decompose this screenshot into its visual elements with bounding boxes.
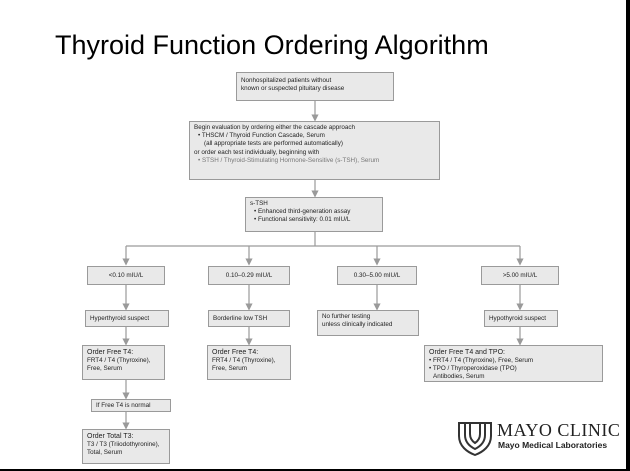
start-node: Nonhospitalized patients without known o… — [236, 72, 394, 101]
mayo-shield-icon — [458, 422, 492, 456]
order-tpo-line-4: Antibodies, Serum — [433, 373, 485, 381]
hyper-node: Hyperthyroid suspect — [85, 310, 169, 327]
logo-subtitle: Mayo Medical Laboratories — [498, 440, 608, 450]
order-t3-line-3: Total, Serum — [87, 449, 123, 457]
order-t3-line-2: T3 / T3 (Triiodothyronine), — [87, 441, 160, 449]
order-ft4-a-line-1: Order Free T4: — [87, 349, 134, 356]
borderline-node: Borderline low TSH — [208, 310, 290, 327]
range-node-2: 0.10–0.29 mIU/L — [208, 266, 290, 285]
order-t3-node: Order Total T3: T3 / T3 (Triiodothyronin… — [82, 429, 170, 464]
stsh-node: s-TSH • Enhanced third-generation assay … — [245, 197, 383, 232]
stsh-line-2: • Enhanced third-generation assay — [254, 208, 351, 216]
begin-line-5: • STSH / Thyroid-Stimulating Hormone-Sen… — [198, 156, 380, 164]
stsh-line-3: • Functional sensitivity: 0.01 mIU/L — [254, 216, 351, 224]
order-tpo-line-1: Order Free T4 and TPO: — [429, 349, 505, 356]
order-ft4-b-line-3: Free, Serum — [212, 365, 247, 373]
order-t3-line-1: Order Total T3: — [87, 433, 134, 440]
order-ft4-tpo-node: Order Free T4 and TPO: • FRT4 / T4 (Thyr… — [424, 345, 603, 382]
logo-name: MAYO CLINIC — [497, 420, 621, 440]
nofurther-node: No further testing unless clinically ind… — [317, 310, 419, 336]
nofurther-line-2: unless clinically indicated — [322, 321, 393, 329]
start-line-2: known or suspected pituitary disease — [241, 85, 345, 93]
begin-line-2: • THSCM / Thyroid Function Cascade, Seru… — [198, 132, 325, 140]
order-ft4-node-a: Order Free T4: FRT4 / T4 (Thyroxine), Fr… — [82, 345, 165, 380]
begin-line-1: Begin evaluation by ordering either the … — [194, 124, 356, 131]
order-tpo-line-3: • TPO / Thyroperoxidase (TPO) — [429, 365, 517, 373]
if-normal-node: If Free T4 is normal — [91, 399, 171, 412]
hypo-node: Hypothyroid suspect — [484, 310, 558, 327]
order-tpo-line-2: • FRT4 / T4 (Thyroxine), Free, Serum — [429, 357, 534, 365]
order-ft4-node-b: Order Free T4: FRT4 / T4 (Thyroxine), Fr… — [207, 345, 291, 380]
range-node-4: >5.00 mIU/L — [481, 266, 559, 285]
order-ft4-b-line-2: FRT4 / T4 (Thyroxine), — [212, 357, 276, 365]
range-node-3: 0.30–5.00 mIU/L — [337, 266, 417, 285]
mayo-clinic-logo: MAYO CLINIC Mayo Medical Laboratories — [457, 420, 626, 460]
begin-line-3: (all appropriate tests are performed aut… — [204, 140, 343, 148]
slide-title: Thyroid Function Ordering Algorithm — [55, 30, 489, 60]
begin-line-4: or order each test individually, beginni… — [194, 148, 320, 156]
range-node-1: <0.10 mIU/L — [87, 266, 165, 285]
order-ft4-a-line-3: Free, Serum — [87, 365, 122, 373]
order-ft4-a-line-2: FRT4 / T4 (Thyroxine), — [87, 357, 151, 365]
order-ft4-b-line-1: Order Free T4: — [212, 349, 259, 356]
nofurther-line-1: No further testing — [322, 313, 371, 320]
begin-node: Begin evaluation by ordering either the … — [189, 121, 440, 180]
stsh-line-1: s-TSH — [250, 200, 268, 207]
start-line-1: Nonhospitalized patients without — [241, 77, 332, 84]
